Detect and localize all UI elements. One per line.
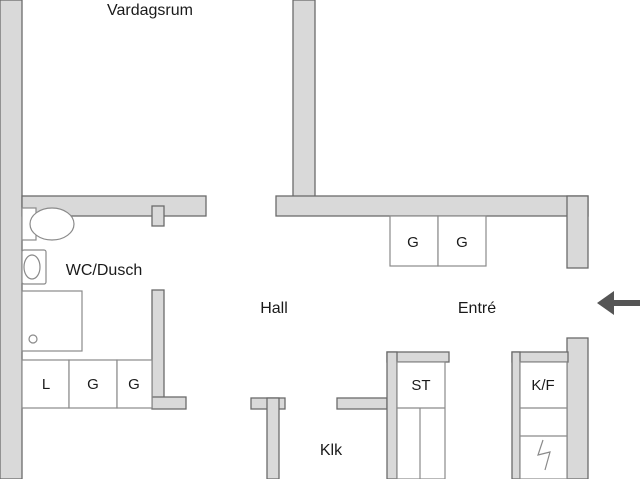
shower-tray — [21, 290, 83, 352]
wall-living-east — [292, 0, 316, 199]
wall-closet-post — [266, 397, 280, 479]
wall-wc-east — [151, 289, 165, 409]
wall-st-left — [386, 351, 398, 479]
arrow-left-icon — [597, 291, 640, 315]
room-label-living: Vardagsrum — [107, 2, 193, 19]
sink-basin — [23, 254, 41, 280]
room-label-entry: Entré — [458, 300, 496, 317]
wc-fixtures — [21, 207, 83, 352]
room-label-wc: WC/Dusch — [66, 262, 142, 279]
storage-label-bath-g1: G — [87, 376, 99, 393]
room-label-closet: Klk — [320, 442, 343, 459]
wall-entry-right-lower — [566, 337, 589, 479]
cabinet-bath-l — [21, 359, 70, 409]
wall-entry-right-upper — [566, 195, 589, 269]
shower-drain — [28, 334, 38, 344]
room-label-hall: Hall — [260, 300, 288, 317]
storage-label-bath-l: L — [42, 376, 50, 393]
wall-hall-top — [275, 195, 589, 217]
wall-wc-notch — [151, 205, 165, 227]
storage-label-entry-right: G — [456, 234, 468, 251]
wall-kf-left — [511, 351, 521, 479]
cabinet-kf — [519, 361, 568, 479]
wall-closet-right — [336, 397, 388, 410]
walls — [0, 0, 589, 479]
sink — [21, 249, 47, 285]
electric-symbol — [520, 435, 567, 471]
wall-left-outer — [0, 0, 23, 479]
storage-label-entry-left: G — [407, 234, 419, 251]
cabinet-entry-g2 — [437, 215, 487, 267]
cabinet-st — [396, 361, 446, 479]
cabinet-entry-g1 — [389, 215, 439, 267]
storage-label-kf: K/F — [531, 377, 554, 394]
storage-label-st: ST — [411, 377, 430, 394]
wall-wc-bottom — [151, 396, 187, 410]
storage-label-bath-g2: G — [128, 376, 140, 393]
cabinet-bath-g2 — [116, 359, 153, 409]
toilet-bowl — [29, 207, 75, 241]
cabinets — [21, 215, 568, 479]
cabinet-bath-g1 — [68, 359, 118, 409]
